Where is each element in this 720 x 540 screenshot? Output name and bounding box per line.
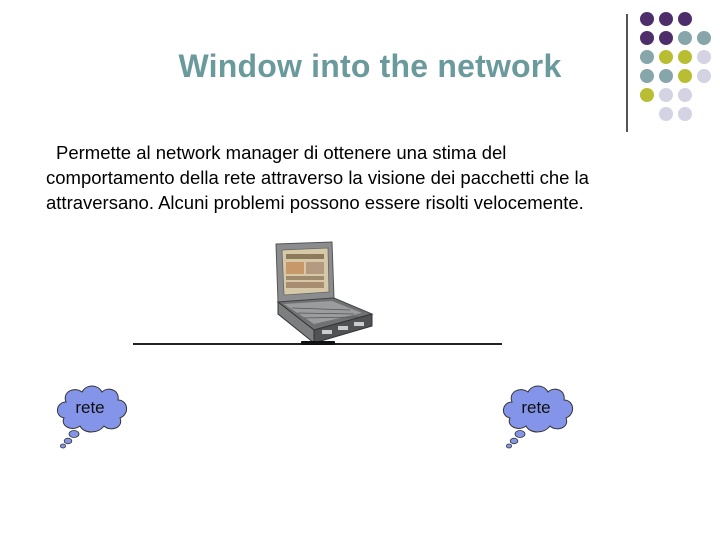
network-cloud-right: rete [498,384,588,454]
cloud-label-left: rete [75,398,105,417]
decorative-dot [640,31,654,45]
decorative-dot [697,31,711,45]
body-line-1: Permette al network manager di ottenere … [56,142,507,163]
cloud-label-right: rete [521,398,551,417]
decorative-dot [678,50,692,64]
laptop-analyzer-icon [262,240,380,346]
network-cloud-left: rete [52,384,142,454]
decorative-dot [697,50,711,64]
decorative-dot [678,69,692,83]
decorative-divider [626,14,628,132]
decorative-dot [659,31,673,45]
decorative-dot [640,88,654,102]
decorative-dot [640,69,654,83]
decorative-dot [678,31,692,45]
decorative-dot [659,12,673,26]
decorative-dot [678,88,692,102]
body-line-3: attraversano. Alcuni problemi possono es… [46,192,584,213]
decorative-dot [659,50,673,64]
decorative-dot-grid [638,12,720,132]
decorative-dot [678,107,692,121]
decorative-dot [659,69,673,83]
decorative-dot [640,12,654,26]
body-line-2: comportamento della rete attraverso la v… [46,167,589,188]
decorative-dot [697,69,711,83]
body-paragraph: Permette al network manager di ottenere … [46,140,686,215]
decorative-dot [659,107,673,121]
slide-title: Window into the network [178,48,562,84]
decorative-dot [659,88,673,102]
network-tap-connector [301,341,335,345]
decorative-dot [678,12,692,26]
decorative-dot [640,50,654,64]
